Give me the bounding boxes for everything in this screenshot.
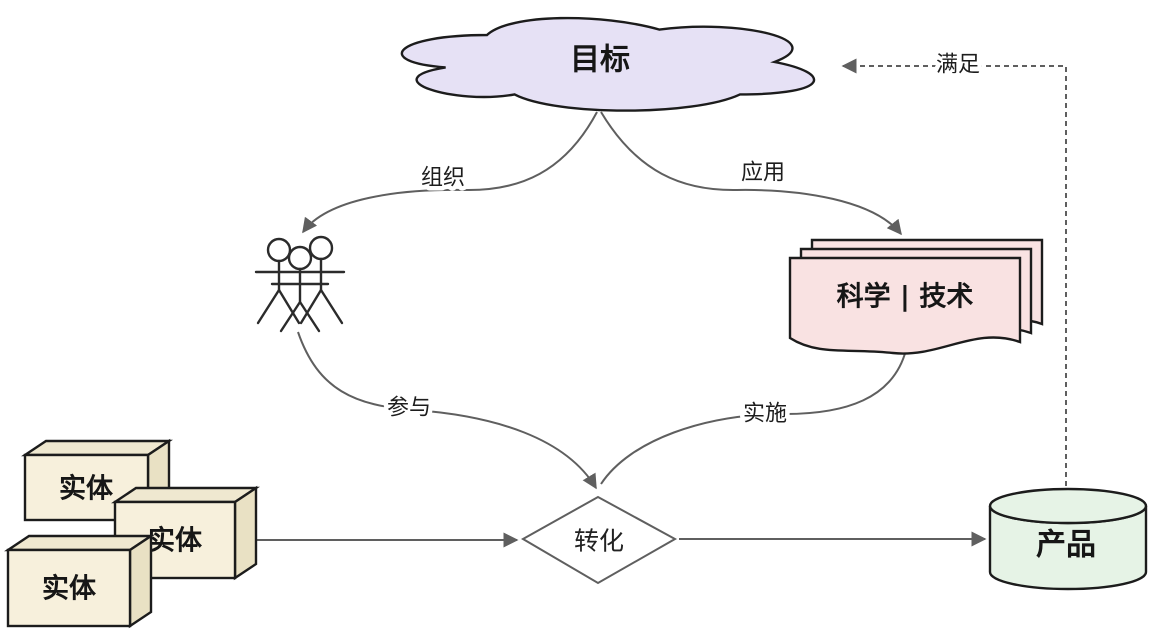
entity-top-face bbox=[21, 439, 173, 457]
edge-labels: 组织 应用 参与 实施 满足 bbox=[382, 48, 984, 431]
edge-label-organize: 组织 bbox=[421, 166, 465, 191]
science-tech-label: 科学 | 技术 bbox=[837, 281, 974, 313]
goal-label: 目标 bbox=[570, 43, 630, 78]
product-label: 产品 bbox=[1036, 528, 1096, 563]
edges bbox=[256, 58, 1067, 548]
entity-side-face bbox=[233, 485, 258, 581]
cloud-shape bbox=[400, 16, 816, 112]
edge-apply bbox=[600, 111, 902, 236]
entity-label: 实体 bbox=[42, 573, 97, 605]
edge-label-implement: 实施 bbox=[743, 402, 787, 427]
node-product: 产品 bbox=[988, 487, 1148, 591]
transform-label: 转化 bbox=[574, 527, 624, 556]
node-transform: 转化 bbox=[520, 495, 678, 585]
crowd-icon bbox=[254, 235, 346, 333]
edge-implement bbox=[600, 349, 907, 485]
node-goal: 目标 bbox=[400, 16, 816, 112]
entity-label: 实体 bbox=[59, 473, 114, 505]
edge-satisfy bbox=[841, 58, 1067, 486]
edge-participate bbox=[297, 331, 597, 490]
entity-label: 实体 bbox=[148, 525, 203, 557]
node-entity-bottom: 实体 bbox=[4, 533, 155, 629]
edge-label-apply: 应用 bbox=[741, 161, 785, 186]
edge-organize bbox=[302, 111, 598, 234]
edge-label-satisfy: 满足 bbox=[936, 53, 980, 78]
edge-label-participate: 参与 bbox=[387, 396, 431, 421]
cylinder-top bbox=[988, 487, 1148, 525]
diamond-shape bbox=[520, 495, 678, 585]
entity-front-face bbox=[6, 548, 132, 628]
entity-top-face bbox=[111, 486, 260, 504]
doc-sheet-front bbox=[788, 256, 1022, 355]
entity-top-face bbox=[4, 534, 155, 552]
entity-side-face bbox=[128, 533, 153, 629]
node-science-tech: 科学 | 技术 bbox=[788, 238, 1044, 355]
